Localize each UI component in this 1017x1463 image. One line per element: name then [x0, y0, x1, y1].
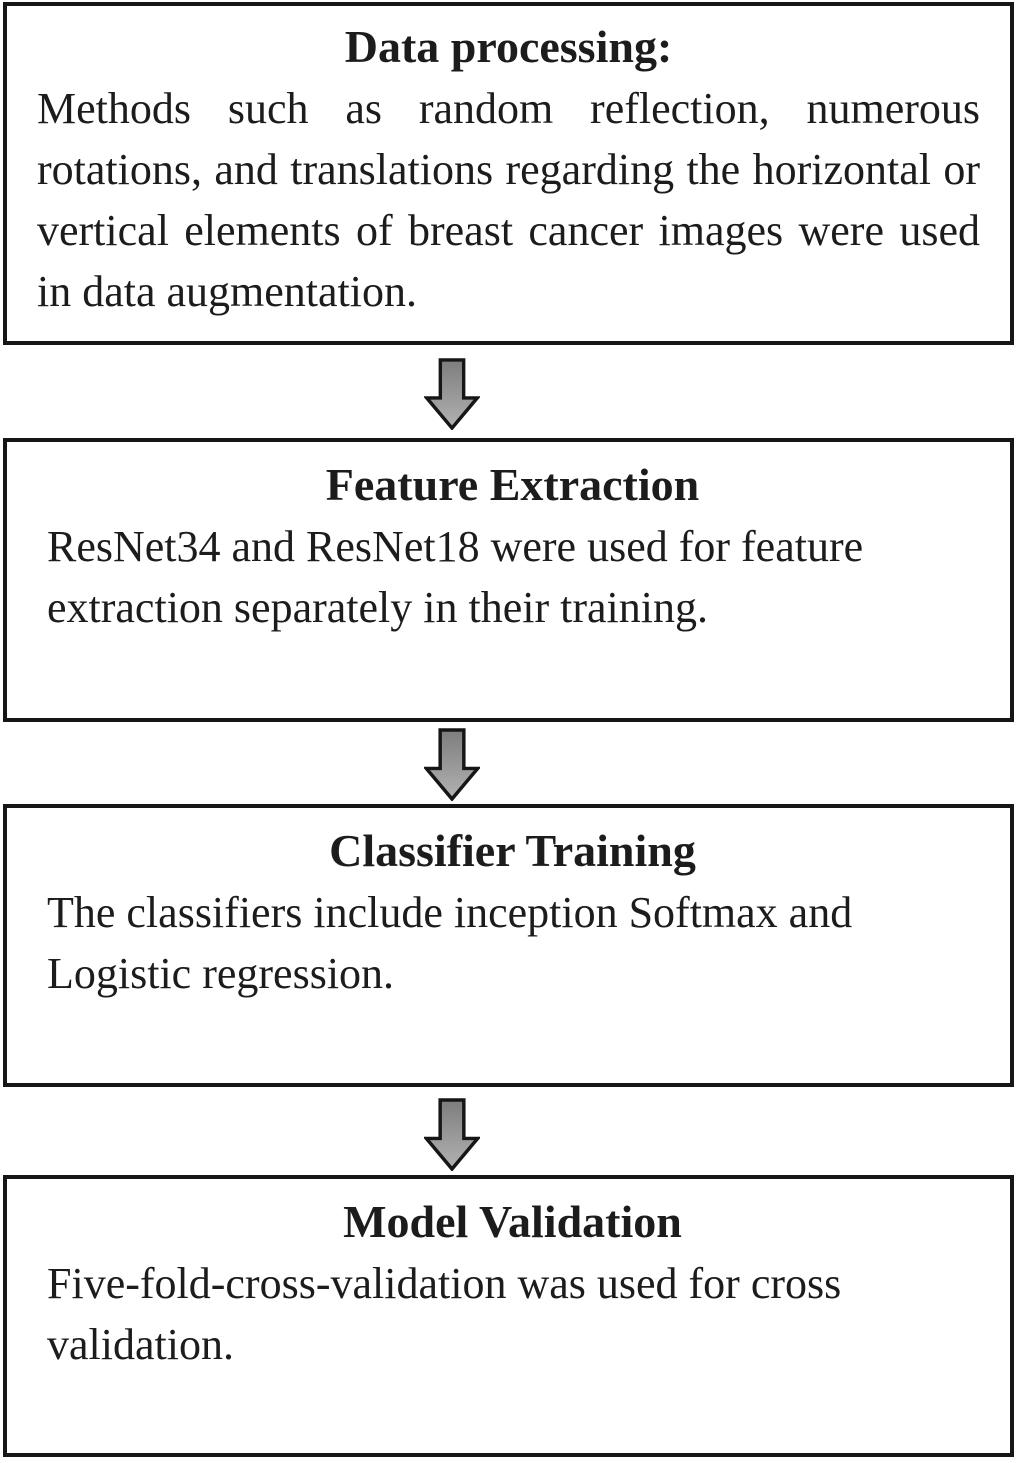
- step-description: ResNet34 and ResNet18 were used for feat…: [47, 522, 864, 632]
- step-title: Data processing:: [344, 21, 673, 72]
- step-description: Methods such as random reflection, numer…: [37, 84, 980, 316]
- step-box-model-validation: Model Validation Five-fold-cross-validat…: [3, 1175, 1014, 1457]
- step-title: Classifier Training: [329, 825, 696, 876]
- step-title: Feature Extraction: [325, 459, 700, 510]
- step-description: Five-fold-cross-validation was used for …: [47, 1259, 842, 1369]
- step-box-feature-extraction: Feature Extraction ResNet34 and ResNet18…: [3, 438, 1014, 722]
- step-box-classifier-training: Classifier Training The classifiers incl…: [3, 804, 1014, 1087]
- down-arrow-icon: [422, 728, 482, 802]
- down-arrow-icon: [422, 1098, 482, 1172]
- step-box-data-processing: Data processing: Methods such as random …: [3, 2, 1014, 345]
- step-title: Model Validation: [343, 1196, 682, 1247]
- down-arrow-icon: [423, 358, 481, 431]
- step-description: The classifiers include inception Softma…: [47, 888, 853, 998]
